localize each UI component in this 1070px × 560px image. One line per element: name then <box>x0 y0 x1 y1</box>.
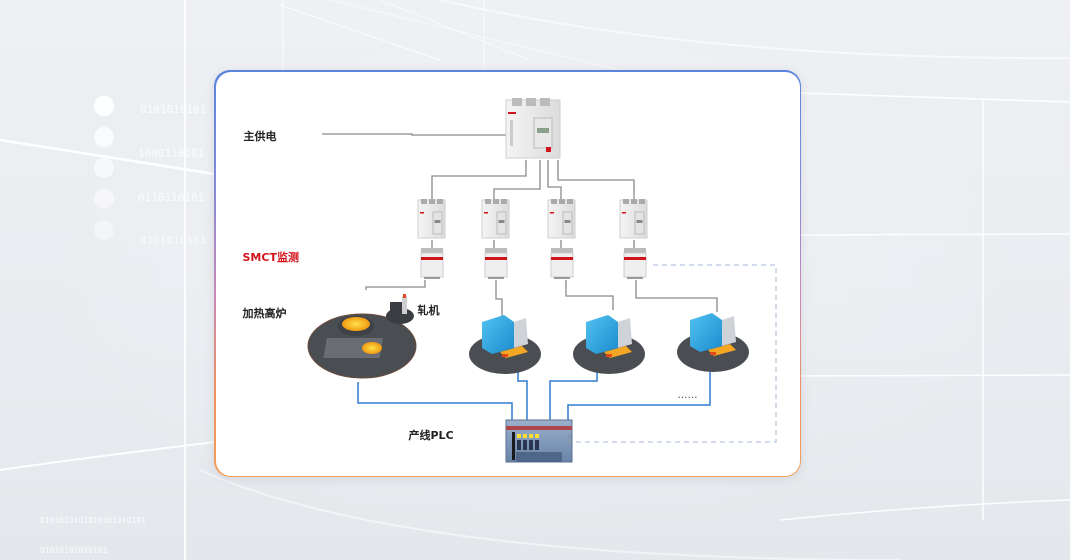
smct-sensor-icon <box>484 247 507 279</box>
branch-breaker-icon <box>417 198 445 238</box>
smct-monitor-label: SMCT监测 <box>242 250 299 264</box>
power-lines <box>321 132 718 316</box>
main-power-line <box>321 132 508 136</box>
load-line-3 <box>564 279 614 310</box>
signal-line-station-2 <box>548 368 598 421</box>
svg-text:0101010101: 0101010101 <box>140 234 206 247</box>
branch-breaker-icon <box>619 198 647 238</box>
svg-text:01010101010101: 01010101010101 <box>40 546 108 555</box>
signal-line-station-3 <box>566 368 711 424</box>
svg-text:0101010101010101010101: 0101010101010101010101 <box>40 516 146 525</box>
load-line-2 <box>494 279 503 316</box>
machine-station-icon <box>468 314 541 374</box>
signal-line-station-1 <box>516 368 528 421</box>
svg-text:0101010101: 0101010101 <box>140 103 206 116</box>
wireless-link-dashed <box>571 263 777 443</box>
diagram-card-body: 主供电 SMCT监测 加热高炉 轧机 产线PLC …… <box>215 71 800 476</box>
plc-icon <box>505 419 572 462</box>
signal-lines <box>356 368 711 424</box>
branch-breaker-icon <box>547 198 575 238</box>
machine-station-icon <box>676 312 749 372</box>
branch-line-4 <box>556 159 635 207</box>
power-monitoring-diagram <box>307 97 777 462</box>
smct-sensor-icon <box>420 247 443 279</box>
branch-breaker-icon <box>481 198 509 238</box>
load-line-1 <box>364 279 426 290</box>
smct-sensor-icon <box>550 247 573 279</box>
heating-furnace-icon <box>307 293 416 378</box>
plc-label: 产线PLC <box>408 428 454 442</box>
main-power-label: 主供电 <box>243 129 277 143</box>
svg-text:0110110101: 0110110101 <box>138 191 204 204</box>
machine-station-icon <box>572 314 645 374</box>
branch-line-3 <box>546 159 562 207</box>
branch-line-1 <box>430 159 527 207</box>
signal-line-furnace <box>356 381 513 421</box>
branch-line-2 <box>492 159 541 207</box>
rolling-mill-label: 轧机 <box>417 303 440 317</box>
diagram-card: 主供电 SMCT监测 加热高炉 轧机 产线PLC …… <box>214 70 801 477</box>
more-devices-ellipsis: …… <box>677 389 698 401</box>
svg-text:1000110101: 1000110101 <box>138 147 204 160</box>
heating-furnace-label: 加热高炉 <box>242 306 287 320</box>
main-breaker-icon <box>505 97 560 158</box>
smct-sensor-icon <box>623 247 646 279</box>
load-line-4 <box>634 279 718 312</box>
